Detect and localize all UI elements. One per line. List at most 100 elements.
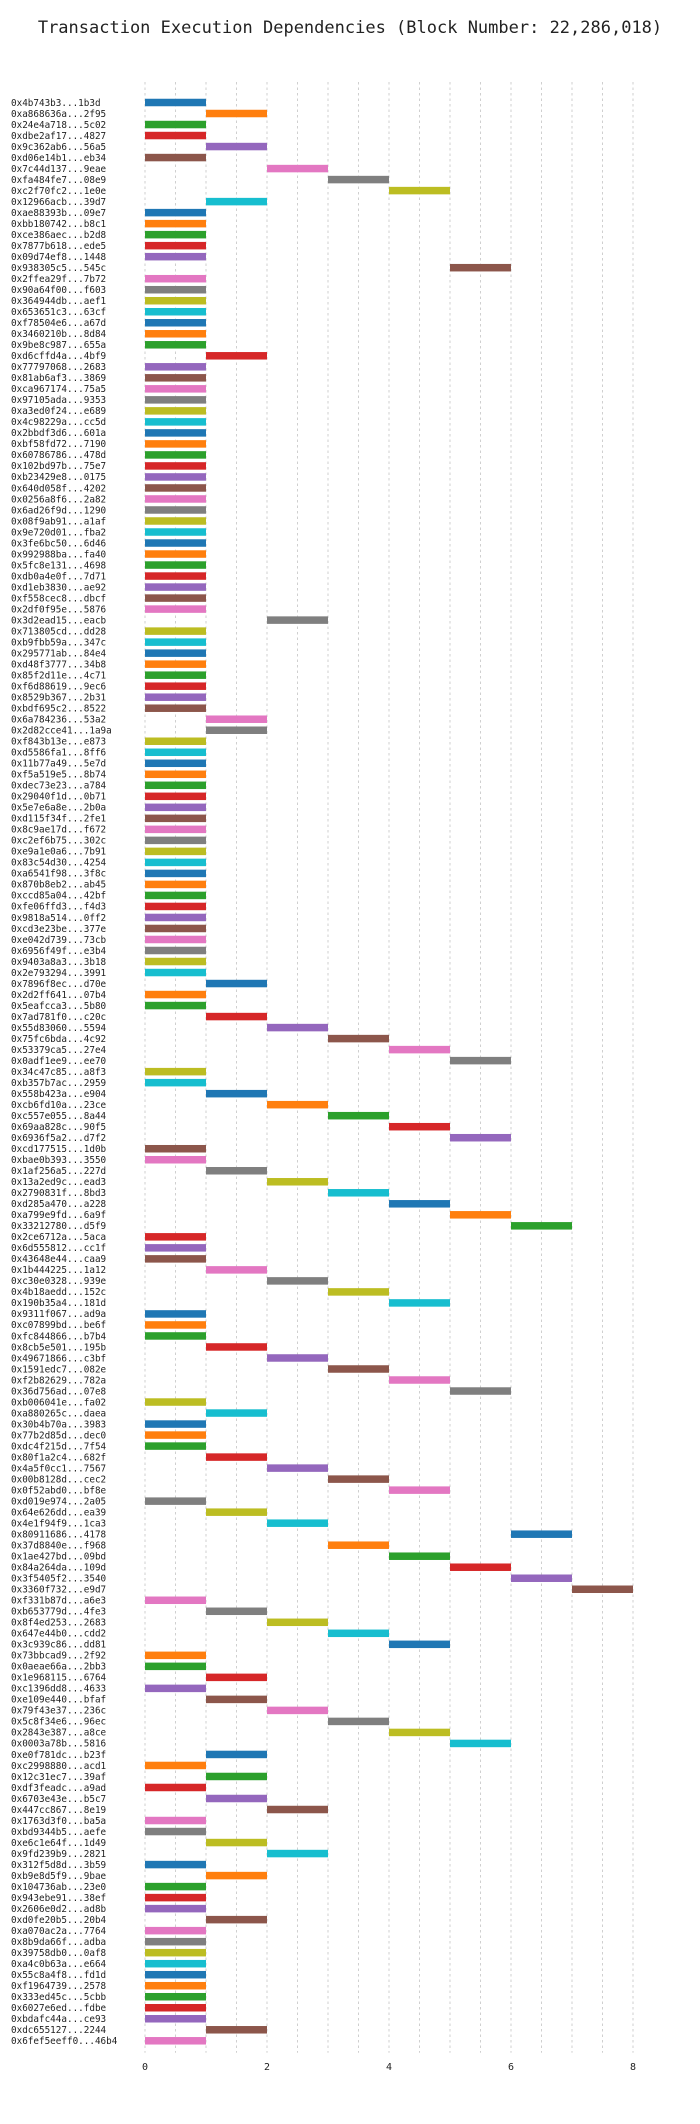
- transaction-bar: [145, 1442, 206, 1450]
- transaction-label: 0xbae0b393...3550: [11, 1155, 106, 1166]
- transaction-bar: [145, 1398, 206, 1406]
- transaction-bar: [145, 748, 206, 757]
- transaction-bar: [145, 385, 206, 393]
- transaction-label: 0x53379ca5...27e4: [11, 1045, 107, 1056]
- transaction-label: 0x0adf1ee9...ee70: [11, 1056, 106, 1067]
- transaction-label: 0x80f1a2c4...682f: [11, 1452, 106, 1463]
- transaction-bar: [206, 1750, 267, 1759]
- transaction-bar: [145, 957, 206, 966]
- transaction-bar: [145, 781, 206, 790]
- transaction-bar: [206, 1508, 267, 1516]
- transaction-bar: [206, 726, 267, 734]
- transaction-bar: [145, 1970, 206, 1979]
- transaction-bar: [328, 1541, 389, 1549]
- transaction-bar: [145, 737, 206, 746]
- transaction-bar: [267, 1100, 328, 1109]
- transaction-bar: [145, 1981, 206, 1990]
- transaction-label: 0x6703e43e...b5c7: [11, 1794, 106, 1805]
- transaction-bar: [145, 120, 206, 129]
- transaction-bar: [450, 1211, 511, 1219]
- transaction-label: 0x1b444225...1a12: [11, 1265, 106, 1276]
- transaction-label: 0x34c47c85...a8f3: [11, 1067, 106, 1078]
- transaction-label: 0xe9a1e0a6...7b91: [11, 847, 106, 858]
- transaction-bar: [145, 153, 206, 162]
- transaction-label: 0x0f52abd0...bf8e: [11, 1485, 107, 1496]
- transaction-label: 0x2df0f95e...5876: [11, 604, 106, 615]
- transaction-bar: [206, 1607, 267, 1616]
- transaction-bar: [206, 1794, 267, 1803]
- transaction-bar: [145, 968, 206, 977]
- transaction-bar: [267, 1519, 328, 1527]
- transaction-bar: [328, 1365, 389, 1373]
- transaction-bar: [389, 1299, 450, 1307]
- transaction-bar: [267, 616, 328, 624]
- transaction-label: 0xae88393b...09e7: [11, 208, 106, 219]
- transaction-label: 0x4b743b3...1b3d: [11, 98, 101, 109]
- transaction-bar: [206, 197, 267, 206]
- transaction-bar: [450, 1563, 511, 1571]
- transaction-bar: [267, 1706, 328, 1715]
- transaction-bar: [145, 704, 206, 712]
- transaction-bar: [145, 891, 206, 900]
- transaction-bar: [145, 1078, 206, 1087]
- transaction-bar: [145, 1783, 206, 1792]
- transaction-label: 0x12966acb...39d7: [11, 197, 106, 208]
- transaction-label: 0x80911686...4178: [11, 1529, 106, 1540]
- transaction-label: 0x5e7e6a8e...2b0a: [11, 803, 106, 814]
- transaction-label: 0xf78504e6...a67d: [11, 318, 106, 329]
- transaction-bar: [145, 307, 206, 316]
- transaction-label: 0xd6cffd4a...4bf9: [11, 351, 106, 362]
- transaction-label: 0x7ad781f0...c20c: [11, 1012, 106, 1023]
- transaction-bar: [511, 1574, 572, 1582]
- transaction-label: 0x102bd97b...75e7: [11, 461, 106, 472]
- transaction-label: 0x8f4ed253...2683: [11, 1618, 106, 1629]
- transaction-bar: [206, 1409, 267, 1417]
- transaction-bar: [145, 1651, 206, 1660]
- y-tick-labels: 0x4b743b3...1b3d0xa868636a...2f950x24e4a…: [11, 98, 118, 2047]
- transaction-label: 0x9be8c987...655a: [11, 340, 106, 351]
- transaction-bar: [145, 1244, 206, 1252]
- transaction-label: 0xa868636a...2f95: [11, 109, 106, 120]
- x-tick-label: 4: [386, 2062, 392, 2073]
- transaction-label: 0x36d756ad...07e8: [11, 1386, 106, 1397]
- transaction-label: 0xa880265c...daea: [11, 1408, 106, 1419]
- transaction-label: 0x60786786...478d: [11, 450, 106, 461]
- transaction-bar: [145, 693, 206, 701]
- x-tick-label: 2: [264, 2062, 270, 2073]
- transaction-bar: [328, 1111, 389, 1120]
- transaction-label: 0x2ffea29f...7b72: [11, 274, 106, 285]
- transaction-bar: [145, 2003, 206, 2012]
- transaction-label: 0x11b77a49...5e7d: [11, 759, 106, 770]
- transaction-label: 0xb653779d...4fe3: [11, 1607, 106, 1618]
- transaction-bar: [206, 1673, 267, 1682]
- transaction-bar: [450, 1387, 511, 1395]
- transaction-bar: [145, 913, 206, 922]
- transaction-label: 0xdb0a4e0f...7d71: [11, 571, 106, 582]
- transaction-bar: [145, 627, 206, 635]
- transaction-bar: [145, 506, 206, 514]
- transaction-label: 0x1591edc7...082e: [11, 1364, 107, 1375]
- transaction-label: 0xbf58fd72...7190: [11, 439, 106, 450]
- transaction-bar: [267, 1618, 328, 1627]
- transaction-bar: [145, 858, 206, 867]
- transaction-label: 0x81ab6af3...3869: [11, 373, 106, 384]
- transaction-bar: [145, 2015, 206, 2023]
- transaction-bar: [145, 219, 206, 228]
- transaction-label: 0x3c939c86...dd81: [11, 1640, 106, 1651]
- transaction-label: 0x00b8128d...cec2: [11, 1474, 106, 1485]
- transaction-bar: [145, 792, 206, 801]
- transaction-label: 0xd1eb3830...ae92: [11, 582, 106, 593]
- transaction-label: 0x3f5405f2...3540: [11, 1574, 106, 1585]
- transaction-bar: [145, 374, 206, 382]
- transaction-label: 0x870b8eb2...ab45: [11, 880, 106, 891]
- transaction-label: 0x640d058f...4202: [11, 483, 106, 494]
- transaction-bar: [267, 1354, 328, 1362]
- transaction-bar: [206, 1453, 267, 1461]
- transaction-bar: [145, 451, 206, 459]
- transaction-bar: [267, 1178, 328, 1186]
- transaction-bar: [450, 263, 511, 272]
- transaction-bar: [145, 98, 206, 107]
- transaction-label: 0x558b423a...e904: [11, 1089, 107, 1100]
- transaction-label: 0x49671866...c3bf: [11, 1353, 106, 1364]
- transaction-label: 0x938305c5...545c: [11, 263, 106, 274]
